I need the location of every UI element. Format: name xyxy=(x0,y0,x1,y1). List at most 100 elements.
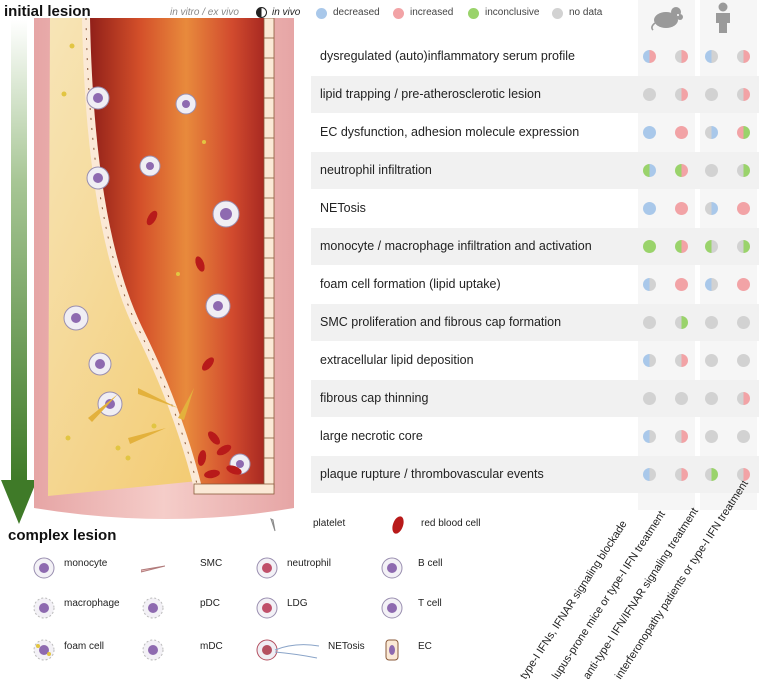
no-data-dot-icon xyxy=(552,8,563,19)
row-label: foam cell formation (lipid uptake) xyxy=(320,277,501,291)
row-label: neutrophil infiltration xyxy=(320,163,432,177)
result-dot-icon xyxy=(675,316,688,329)
result-dot-icon xyxy=(643,88,656,101)
table-row: plaque rupture / thrombovascular events xyxy=(311,456,759,493)
mouse-icon xyxy=(651,7,683,31)
table-row: NETosis xyxy=(311,190,759,227)
ldg-icon xyxy=(256,597,278,619)
progression-arrow xyxy=(1,20,37,524)
table-row: foam cell formation (lipid uptake) xyxy=(311,266,759,303)
cell-legend-label: B cell xyxy=(418,558,443,569)
table-row: fibrous cap thinning xyxy=(311,380,759,417)
result-dot-icon xyxy=(675,430,688,443)
table-row: SMC proliferation and fibrous cap format… xyxy=(311,304,759,341)
legend-in-vivo: in vivo xyxy=(272,7,301,18)
table-row: extracellular lipid deposition xyxy=(311,342,759,379)
pdc-icon xyxy=(142,597,164,619)
row-label: monocyte / macrophage infiltration and a… xyxy=(320,239,592,253)
result-dot-icon xyxy=(705,126,718,139)
row-label: EC dysfunction, adhesion molecule expres… xyxy=(320,125,580,139)
foam-cell-icon xyxy=(33,639,55,661)
netosis-icon xyxy=(256,639,320,661)
result-dot-icon xyxy=(705,316,718,329)
row-label: large necrotic core xyxy=(320,429,423,443)
result-dot-icon xyxy=(675,126,688,139)
table-row: monocyte / macrophage infiltration and a… xyxy=(311,228,759,265)
cell-legend-label: foam cell xyxy=(64,641,105,652)
result-dot-icon xyxy=(737,468,750,481)
row-label: plaque rupture / thrombovascular events xyxy=(320,467,544,481)
b-cell-icon xyxy=(381,557,403,579)
row-label: dysregulated (auto)inflammatory serum pr… xyxy=(320,49,575,63)
result-dot-icon xyxy=(643,126,656,139)
row-label: SMC proliferation and fibrous cap format… xyxy=(320,315,562,329)
mdc-icon xyxy=(142,639,164,661)
result-dot-icon xyxy=(705,468,718,481)
cell-legend-label: NETosis xyxy=(328,641,365,652)
result-dot-icon xyxy=(737,430,750,443)
result-dot-icon xyxy=(705,164,718,177)
row-label: fibrous cap thinning xyxy=(320,391,429,405)
result-dot-icon xyxy=(737,240,750,253)
cell-legend-label: platelet xyxy=(313,518,346,529)
table-row: neutrophil infiltration xyxy=(311,152,759,189)
result-dot-icon xyxy=(643,316,656,329)
macrophage-icon xyxy=(33,597,55,619)
legend-increased: increased xyxy=(410,7,454,18)
result-dot-icon xyxy=(643,50,656,63)
result-dot-icon xyxy=(675,50,688,63)
table-row: dysregulated (auto)inflammatory serum pr… xyxy=(311,38,759,75)
smc-icon xyxy=(141,565,165,573)
result-dot-icon xyxy=(737,316,750,329)
table-row: lipid trapping / pre-atherosclerotic les… xyxy=(311,76,759,113)
result-dot-icon xyxy=(705,50,718,63)
row-label: NETosis xyxy=(320,201,366,215)
result-dot-icon xyxy=(675,88,688,101)
legend-no-data: no data xyxy=(569,7,603,18)
cell-legend-label: EC xyxy=(418,641,432,652)
result-dot-icon xyxy=(675,278,688,291)
cell-legend-label: mDC xyxy=(200,641,223,652)
result-dot-icon xyxy=(705,240,718,253)
result-dot-icon xyxy=(737,50,750,63)
half-circle-icon xyxy=(256,7,267,18)
result-dot-icon xyxy=(675,468,688,481)
vessel-illustration xyxy=(34,18,294,519)
result-dot-icon xyxy=(675,392,688,405)
row-label: extracellular lipid deposition xyxy=(320,353,474,367)
result-dot-icon xyxy=(705,392,718,405)
result-dot-icon xyxy=(737,164,750,177)
legend-in-vitro: in vitro / ex vivo xyxy=(170,7,239,18)
result-dot-icon xyxy=(737,354,750,367)
table-row: EC dysfunction, adhesion molecule expres… xyxy=(311,114,759,151)
result-dot-icon xyxy=(643,278,656,291)
inconclusive-dot-icon xyxy=(468,8,479,19)
result-dot-icon xyxy=(643,202,656,215)
neutrophil-icon xyxy=(256,557,278,579)
cell-legend-label: LDG xyxy=(287,598,308,609)
legend-inconclusive: inconclusive xyxy=(485,7,540,18)
cell-legend-label: macrophage xyxy=(64,598,120,609)
human-icon xyxy=(716,2,730,33)
result-dot-icon xyxy=(643,468,656,481)
result-dot-icon xyxy=(737,88,750,101)
result-dot-icon xyxy=(737,126,750,139)
cell-legend-label: pDC xyxy=(200,598,221,609)
result-dot-icon xyxy=(737,202,750,215)
complex-lesion-title: complex lesion xyxy=(8,527,117,544)
row-label: lipid trapping / pre-atherosclerotic les… xyxy=(320,87,541,101)
increased-dot-icon xyxy=(393,8,404,19)
result-dot-icon xyxy=(705,88,718,101)
cell-legend-label: monocyte xyxy=(64,558,108,569)
result-dot-icon xyxy=(705,202,718,215)
cell-legend-label: SMC xyxy=(200,558,223,569)
decreased-dot-icon xyxy=(316,8,327,19)
result-dot-icon xyxy=(643,392,656,405)
platelet-icon xyxy=(270,518,276,532)
legend-decreased: decreased xyxy=(333,7,380,18)
result-dot-icon xyxy=(675,164,688,177)
result-dot-icon xyxy=(737,392,750,405)
result-dot-icon xyxy=(643,164,656,177)
result-dot-icon xyxy=(675,354,688,367)
result-dot-icon xyxy=(643,354,656,367)
